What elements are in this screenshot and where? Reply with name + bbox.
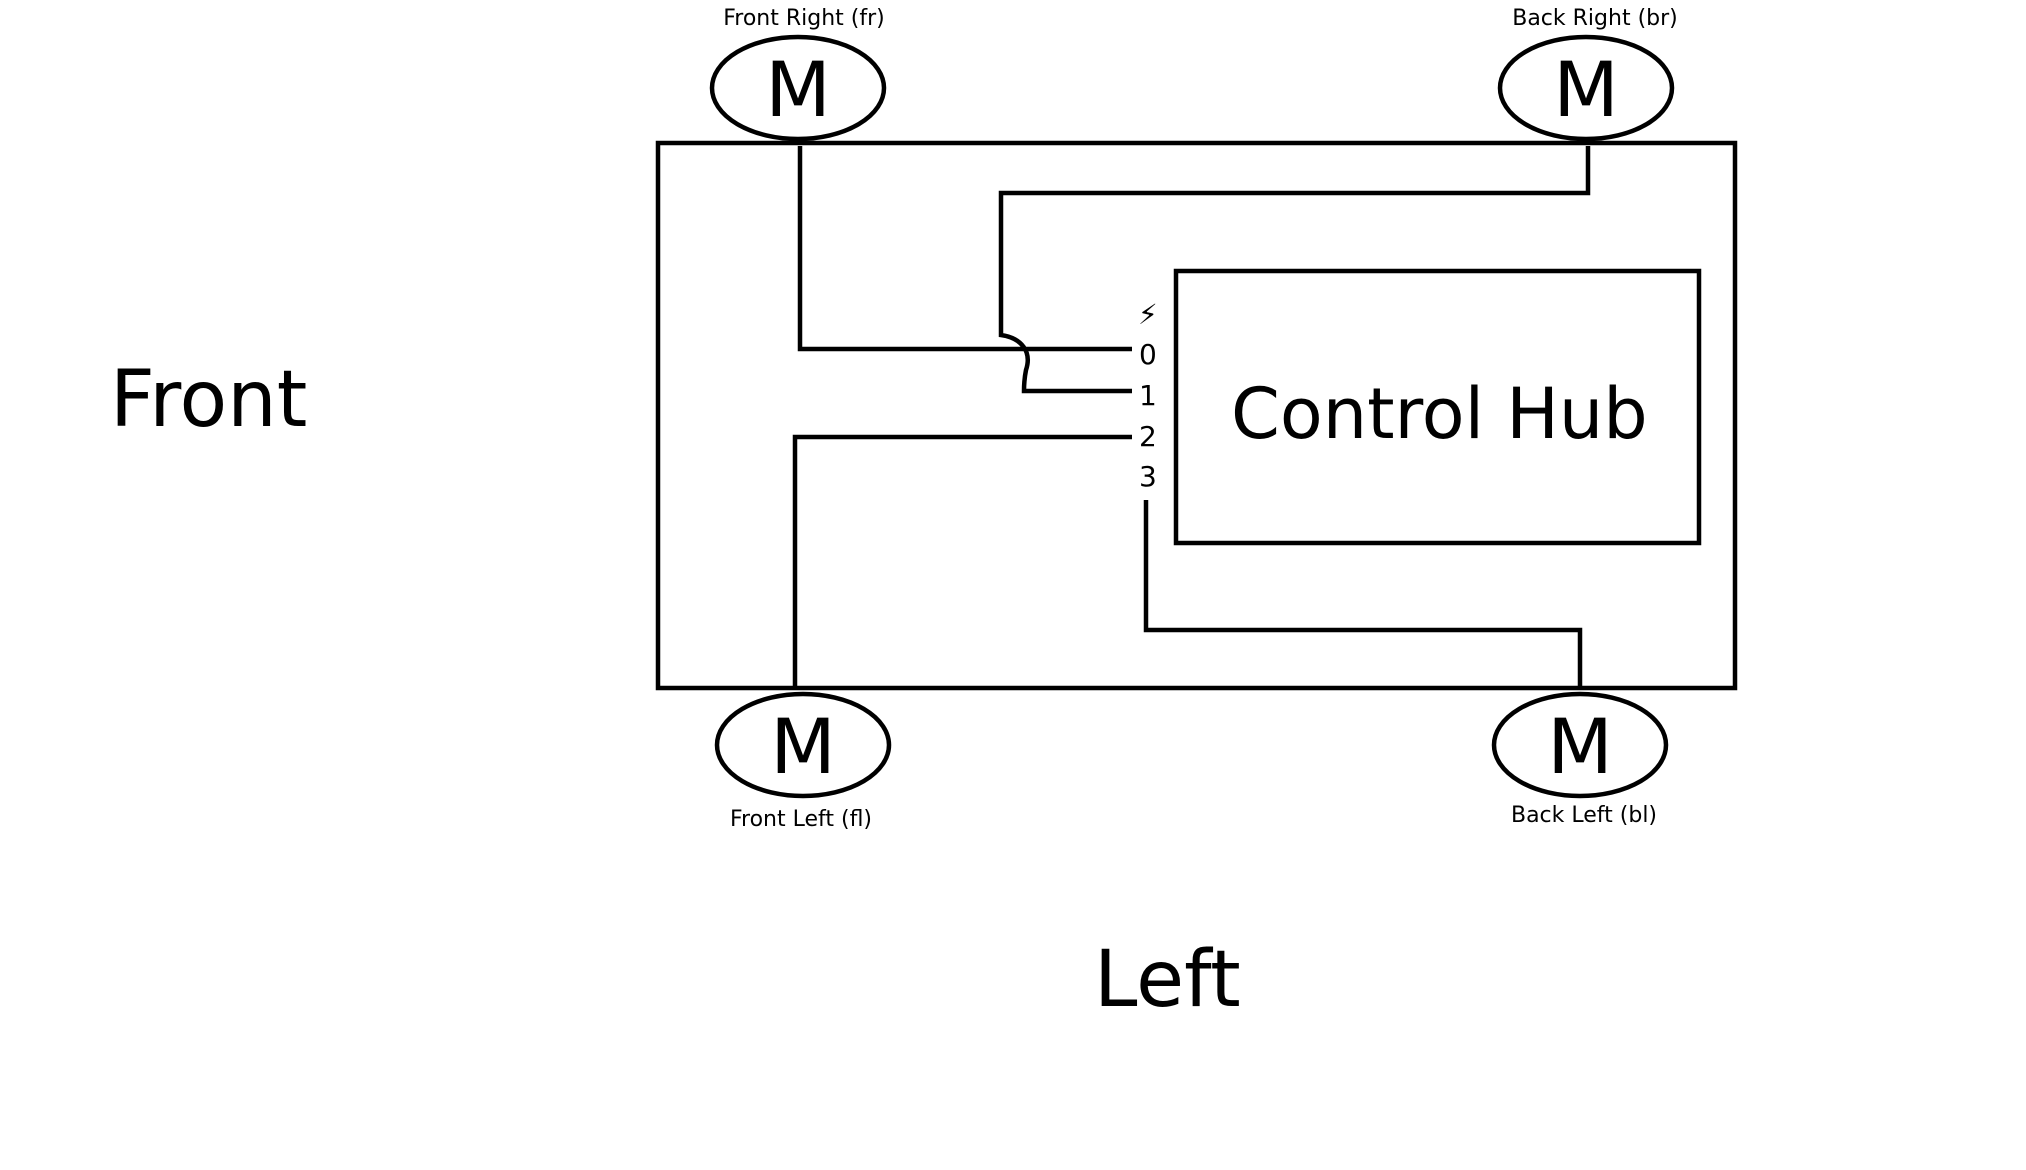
front-label: Front — [110, 355, 307, 445]
port-1-label: 1 — [1139, 379, 1157, 412]
motor-front-left-name: Front Left (fl) — [730, 807, 872, 832]
motor-front-left-letter: M — [770, 702, 836, 791]
motor-back-right-letter: M — [1553, 45, 1619, 134]
motor-back-right-name: Back Right (br) — [1512, 6, 1678, 31]
port-3-label: 3 — [1139, 460, 1157, 493]
motor-back-left-letter: M — [1547, 702, 1613, 791]
port-0-label: 0 — [1139, 338, 1157, 371]
control-hub-box — [1173, 268, 1702, 546]
motor-front-left: M Front Left (fl) — [714, 691, 892, 832]
wire-back-left-to-port-3 — [1143, 500, 1583, 690]
motor-front-right: M Front Right (fr) — [709, 6, 887, 142]
chassis-frame — [655, 140, 1738, 691]
wire-front-right-to-port-0 — [797, 146, 1132, 352]
motor-front-right-letter: M — [765, 45, 831, 134]
control-hub-label: Control Hub — [1231, 373, 1648, 455]
port-2-label: 2 — [1139, 420, 1157, 453]
motor-back-right: M Back Right (br) — [1497, 6, 1678, 142]
wire-back-right-to-port-1 — [998, 146, 1591, 394]
motor-front-right-name: Front Right (fr) — [723, 6, 885, 31]
left-label: Left — [1094, 935, 1241, 1025]
power-port-symbol: ⚡ — [1138, 298, 1158, 331]
motor-back-left-name: Back Left (bl) — [1511, 803, 1657, 828]
wire-front-left-to-port-2 — [792, 434, 1132, 690]
motor-back-left: M Back Left (bl) — [1491, 691, 1669, 828]
